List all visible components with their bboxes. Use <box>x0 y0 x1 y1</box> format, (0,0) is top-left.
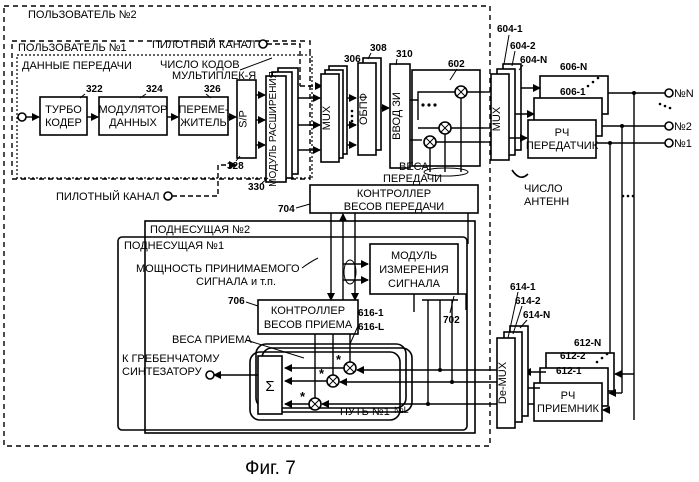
ref-612-n: 612-N <box>574 338 601 349</box>
ref-326: 326 <box>204 84 221 95</box>
comb-label-2: СИНТЕЗАТОРУ <box>122 366 203 378</box>
svg-text:*: * <box>336 352 342 367</box>
antenna-2-label: №2 <box>674 121 692 133</box>
ref-324: 324 <box>146 84 163 95</box>
comb-label-1: К ГРЕБЕНЧАТОМУ <box>122 353 220 365</box>
demux-label: De-MUX <box>497 361 509 404</box>
user1-label: ПОЛЬЗОВАТЕЛЬ №1 <box>18 42 127 54</box>
signal-measurement-label-3: СИГНАЛА <box>388 278 441 290</box>
ref-604-2: 604-2 <box>510 41 536 52</box>
ref-706: 706 <box>228 296 245 307</box>
rf-rx-label-1: РЧ <box>561 390 576 402</box>
ref-322: 322 <box>86 84 103 95</box>
data-input-terminal <box>18 113 26 121</box>
rf-receiver <box>534 383 602 421</box>
path-l-label: №L <box>394 405 409 415</box>
ref-606-n: 606-N <box>560 62 587 73</box>
pilot-top-terminal <box>259 40 267 48</box>
pilot-bottom-terminal <box>164 192 172 200</box>
subcarrier1-label: ПОДНЕСУЩАЯ №1 <box>124 240 224 252</box>
data-modulator <box>99 97 167 135</box>
ifft-label: ОБПФ <box>358 93 370 125</box>
ref-328: 328 <box>227 161 244 172</box>
ref-614-1: 614-1 <box>510 282 536 293</box>
pilot-bottom-label: ПИЛОТНЫЙ КАНАЛ <box>56 190 159 203</box>
antenna-1-terminal <box>665 139 673 147</box>
rf-tx-label-2: ПЕРЕДАТЧИК <box>526 140 599 152</box>
output-mux-label: MUX <box>491 106 503 131</box>
ref-330: 330 <box>248 182 265 193</box>
rx-weight-controller-label-2: ВЕСОВ ПРИЕМА <box>264 319 353 331</box>
rf-rx-label-2: ПРИЕМНИК <box>537 403 599 415</box>
signal-measurement-label-2: ИЗМЕРЕНИЯ <box>379 264 449 276</box>
tx-weights-label-1: ВЕСА <box>399 161 429 173</box>
tx-weights-label-2: ПЕРЕДАЧИ <box>383 173 442 185</box>
gi-insert-label: ВВОД ЗИ <box>391 92 403 140</box>
sigma-label: Σ <box>265 378 274 395</box>
ref-704: 704 <box>278 204 295 215</box>
antenna-n-label: №N <box>674 88 694 100</box>
ref-606-1: 606-1 <box>560 87 586 98</box>
tx-weight-controller-label-2: ВЕСОВ ПЕРЕДАЧИ <box>344 201 444 213</box>
ref-310: 310 <box>396 49 413 60</box>
ref-602: 602 <box>448 59 465 70</box>
serial-parallel-label: S/P <box>238 110 250 128</box>
comb-output-terminal <box>206 371 214 379</box>
ref-612-2: 612-2 <box>560 351 586 362</box>
pilot-top-label: ПИЛОТНЫЙ КАНАЛ <box>152 38 255 51</box>
user2-label: ПОЛЬЗОВАТЕЛЬ №2 <box>28 9 137 21</box>
modulator-label-2: ДАННЫХ <box>109 117 157 129</box>
antennas-label-1: ЧИСЛО <box>524 183 563 195</box>
path-1-label: ПУТЬ №1 <box>340 406 390 418</box>
rf-tx-label-1: РЧ <box>555 127 570 139</box>
power-label-1: МОЩНОСТЬ ПРИНИМАЕМОГО <box>136 263 300 275</box>
interleaver-label-2: ЖИТЕЛЬ <box>180 117 227 129</box>
rx-weights-label: ВЕСА ПРИЕМА <box>172 334 252 346</box>
ref-614-n: 614-N <box>523 310 550 321</box>
antenna-1-label: №1 <box>674 138 692 150</box>
interleaver <box>179 97 228 135</box>
turbo-coder-label-1: ТУРБО <box>45 104 82 116</box>
tx-weight-controller-label-1: КОНТРОЛЛЕР <box>357 188 431 200</box>
turbo-coder <box>40 97 87 135</box>
subcarrier2-label: ПОДНЕСУЩАЯ №2 <box>150 224 250 236</box>
signal-measurement-label-1: МОДУЛЬ <box>391 250 437 262</box>
figure-caption: Фиг. 7 <box>245 458 296 479</box>
ref-604-1: 604-1 <box>497 24 523 35</box>
antenna-n-terminal <box>665 89 673 97</box>
rf-transmitter <box>528 120 596 158</box>
ref-616-1: 616-1 <box>358 308 384 319</box>
interleaver-label-1: ПЕРЕМЕ- <box>178 104 228 116</box>
spreading-module-label: МОДУЛЬ РАСШИРЕНИЯ <box>268 71 279 187</box>
modulator-label-1: МОДУЛЯТОР <box>99 104 168 116</box>
ref-308: 308 <box>370 43 387 54</box>
svg-text:*: * <box>300 389 306 404</box>
ref-616-l: 616-L <box>358 322 384 333</box>
ref-604-n: 604-N <box>520 55 547 66</box>
ref-614-2: 614-2 <box>515 296 541 307</box>
power-label-2: СИГНАЛА и т.п. <box>196 276 276 288</box>
tx-data-label: ДАННЫЕ ПЕРЕДАЧИ <box>22 60 132 72</box>
tx-weighting-frame <box>412 70 480 166</box>
ref-612-1: 612-1 <box>556 366 582 377</box>
mux-label: MUX <box>321 105 333 130</box>
antennas-label-2: АНТЕНН <box>524 196 569 208</box>
turbo-coder-label-2: КОДЕР <box>45 117 82 129</box>
rx-weight-controller-label-1: КОНТРОЛЛЕР <box>271 305 345 317</box>
antenna-2-terminal <box>665 122 673 130</box>
